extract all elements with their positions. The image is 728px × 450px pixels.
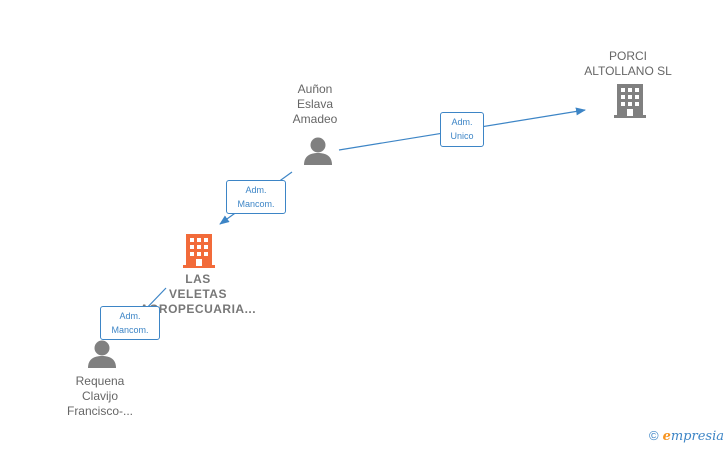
edge-label-aunon-porci[interactable]: Adm. Unico (440, 112, 484, 147)
empresia-watermark: ©empresia (649, 428, 724, 444)
node-label-line: AGROPECUARIA... (139, 302, 257, 316)
node-label-line: VELETAS (169, 287, 227, 301)
node-label-line: ALTOLLANO SL (584, 64, 672, 78)
brand-initial: e (662, 429, 671, 444)
brand-rest: mpresia (670, 429, 724, 444)
node-label-line: Auñon (297, 82, 333, 96)
edge-label-line: Adm. (119, 311, 141, 321)
node-label-line: PORCI (608, 49, 647, 63)
edge-label-line: Unico (450, 131, 474, 141)
node-label-requena[interactable]: Requena Clavijo Francisco-... (52, 374, 148, 419)
node-label-line: Eslava (296, 97, 334, 111)
edge-label-line: Mancom. (111, 325, 149, 335)
node-label-las-veletas[interactable]: LAS VELETAS AGROPECUARIA... (130, 272, 266, 317)
node-label-line: Clavijo (81, 389, 118, 403)
edge-label-requena-veletas[interactable]: Adm. Mancom. (100, 306, 160, 340)
edge-label-line: Mancom. (237, 199, 275, 209)
edge-label-line: Adm. (245, 185, 267, 195)
edge-label-line: Adm. (451, 117, 473, 127)
node-label-line: LAS (185, 272, 211, 286)
node-label-line: Requena (75, 374, 125, 388)
node-label-aunon[interactable]: Auñon Eslava Amadeo (275, 82, 355, 127)
person-icon[interactable] (303, 137, 333, 165)
node-label-porci[interactable]: PORCI ALTOLLANO SL (568, 49, 688, 79)
building-icon-main[interactable] (183, 234, 215, 268)
node-label-line: Amadeo (292, 112, 338, 126)
node-label-line: Francisco-... (66, 404, 133, 418)
edge-label-aunon-veletas[interactable]: Adm. Mancom. (226, 180, 286, 214)
copyright-symbol: © (648, 428, 659, 443)
building-icon[interactable] (614, 84, 646, 118)
person-icon[interactable] (87, 340, 117, 368)
